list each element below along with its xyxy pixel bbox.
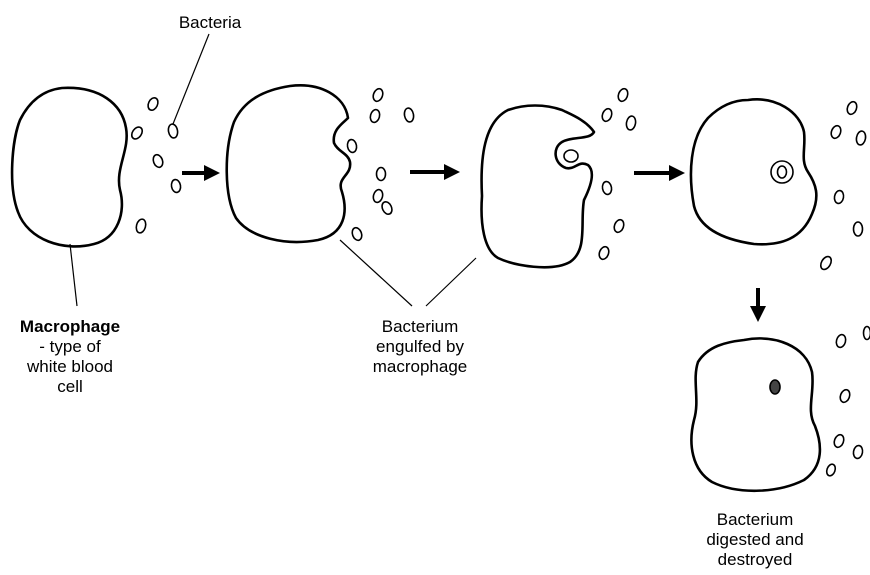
free-bacteria: [130, 87, 870, 477]
arrow-right-2: [410, 164, 460, 180]
digested-line-2: digested and: [706, 530, 804, 549]
macrophage-cell-4: [689, 98, 818, 246]
engulfed-line-2: engulfed by: [376, 337, 464, 356]
bacterium: [617, 87, 629, 103]
vacuole-outer: [770, 160, 794, 184]
bacterium: [130, 126, 144, 140]
bacterium: [351, 226, 363, 242]
bacterium: [601, 107, 613, 123]
bacterium: [833, 189, 845, 205]
macrophage-title: Macrophage: [19, 317, 121, 336]
bacteria-leader-line: [172, 33, 210, 125]
bacterium: [346, 138, 358, 154]
engulfed-line-1: Bacterium: [381, 317, 459, 336]
vacuole-bacterium: [776, 165, 788, 179]
bacterium: [830, 124, 842, 140]
bacterium: [825, 463, 837, 477]
bacterium: [833, 433, 845, 449]
digested-line-1: Bacterium: [716, 510, 794, 529]
bacterium: [862, 325, 870, 341]
bacterium: [852, 221, 864, 237]
macrophage-desc-line-2: white blood: [26, 357, 113, 376]
bacterium: [167, 123, 179, 139]
engulfed-bacterium: [563, 149, 579, 163]
bacterium: [855, 130, 867, 146]
bacterium: [372, 188, 384, 204]
arrow-down: [750, 288, 766, 322]
digested-bacterium-remnant: [769, 379, 781, 395]
arrow-right-3: [634, 165, 685, 181]
bacterium: [819, 255, 833, 271]
macrophage-label: Macrophage - type of white blood cell: [5, 317, 135, 397]
macrophage-cell-3: [480, 104, 596, 269]
bacterium: [846, 100, 858, 116]
macrophage-cell-5: [690, 337, 822, 493]
bacterium: [403, 107, 415, 123]
bacterium: [381, 201, 393, 215]
bacterium: [601, 180, 613, 196]
bacteria-label: Bacteria: [178, 13, 242, 32]
engulfed-leader-line-right: [425, 257, 477, 307]
bacterium: [147, 97, 159, 111]
bacterium: [135, 218, 147, 234]
bacterium: [372, 87, 384, 103]
digested-label: Bacterium digested and destroyed: [690, 510, 820, 570]
bacterium: [152, 153, 164, 169]
macrophage-cell-2: [225, 84, 352, 244]
engulfed-leader-line-left: [339, 239, 413, 307]
bacterium: [852, 444, 864, 460]
arrow-right-1: [182, 165, 220, 181]
bacterium: [625, 115, 637, 131]
bacterium: [839, 388, 851, 404]
bacterium: [170, 178, 182, 194]
macrophage-cell-1: [10, 86, 128, 248]
macrophage-desc-line-1: - type of: [39, 337, 101, 356]
bacterium: [613, 218, 625, 234]
bacterium: [369, 108, 381, 124]
macrophage-desc-line-3: cell: [57, 377, 83, 396]
bacterium: [375, 166, 387, 182]
bacterium: [598, 245, 610, 261]
engulfed-label: Bacterium engulfed by macrophage: [355, 317, 485, 377]
engulfed-line-3: macrophage: [372, 357, 468, 376]
macrophage-leader-line: [69, 243, 78, 307]
bacterium: [835, 333, 847, 349]
digested-line-3: destroyed: [717, 550, 793, 569]
